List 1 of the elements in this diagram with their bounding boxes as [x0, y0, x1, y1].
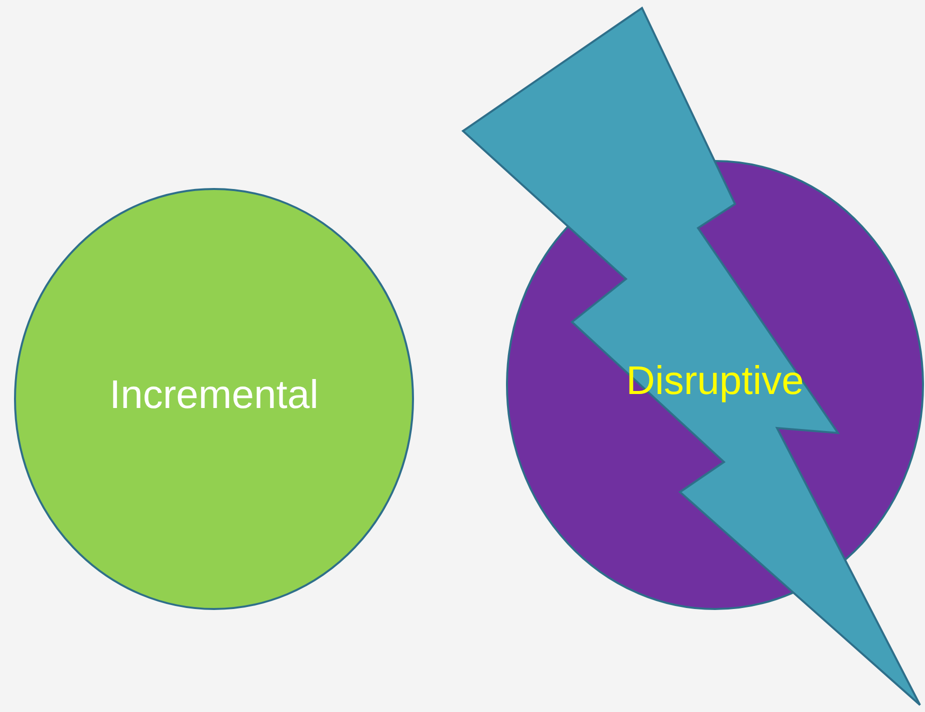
circle-label: Incremental: [108, 373, 320, 418]
